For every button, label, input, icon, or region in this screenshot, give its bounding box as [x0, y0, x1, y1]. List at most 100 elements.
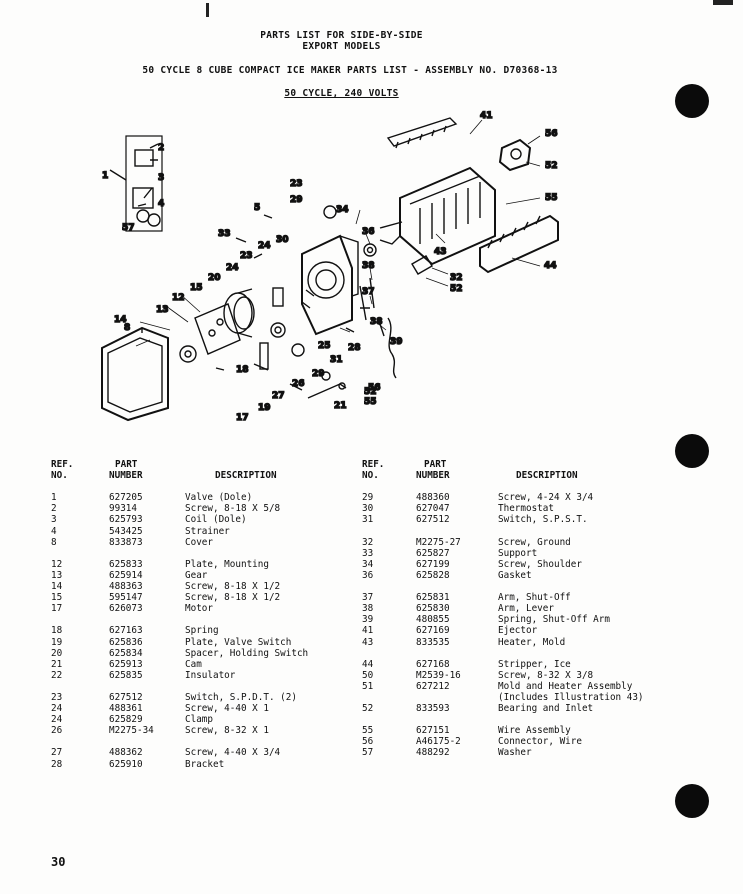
callout-label: 55: [545, 193, 558, 203]
part-header: NUMBER: [109, 470, 143, 482]
callout-label: 5: [254, 203, 260, 213]
part-number: 488363: [109, 581, 143, 593]
part-description: Stripper, Ice: [498, 658, 571, 670]
part-description: Strainer: [185, 525, 230, 537]
part-number: 625836: [109, 636, 143, 648]
part-number: 625827: [416, 547, 450, 559]
parts-row: 14 488363 Screw, 8-18 X 1/2: [51, 581, 351, 592]
row-gap: [51, 736, 351, 747]
support-housing-drawing: [301, 234, 359, 336]
row-gap: [362, 581, 682, 592]
ref-number: 33: [362, 547, 374, 559]
title-line-2: EXPORT MODELS: [302, 41, 381, 52]
part-number: A46175-2: [416, 736, 461, 748]
scan-mark: [713, 0, 733, 5]
title-line-1: PARTS LIST FOR SIDE-BY-SIDE: [260, 30, 423, 41]
callout-label: 39: [390, 337, 403, 347]
part-description: Screw, 8-18 X 5/8: [185, 503, 281, 515]
ref-number: 52: [362, 703, 374, 715]
part-description: Screw, Ground: [498, 536, 571, 548]
part-description: Connector, Wire: [498, 736, 582, 748]
binder-hole: [675, 84, 709, 118]
callout-label: 17: [236, 413, 249, 423]
row-gap: [362, 526, 682, 537]
binder-hole: [675, 784, 709, 818]
exploded-parts-diagram: 41 56 52 55 44 43 32 52 34 23 29 36 38 3…: [101, 110, 559, 424]
part-number: 488362: [109, 747, 143, 759]
part-number: 627205: [109, 492, 143, 504]
callout-label: 14: [114, 315, 127, 325]
part-description: Screw, Shoulder: [498, 558, 582, 570]
part-header: PART: [115, 459, 138, 470]
callout-label: 13: [156, 305, 169, 315]
part-description: Heater, Mold: [498, 636, 566, 648]
callout-label: 30: [276, 235, 289, 245]
callout-label: 23: [290, 179, 303, 189]
ref-number: 18: [51, 625, 63, 637]
part-description: Spring, Shut-Off Arm: [498, 614, 610, 626]
part-description: Wire Assembly: [498, 725, 571, 737]
ref-number: 15: [51, 592, 63, 604]
ref-number: 20: [51, 647, 63, 659]
ref-number: 21: [51, 658, 63, 670]
part-description: Arm, Lever: [498, 603, 554, 615]
ice-stripper-drawing: [479, 214, 559, 274]
part-number: 625831: [416, 592, 450, 604]
part-number: 99314: [109, 503, 137, 515]
callout-label: 56: [545, 129, 558, 139]
ref-number: 8: [51, 536, 57, 548]
part-description: Screw, 4-40 X 1: [185, 703, 269, 715]
part-description: Gear: [185, 569, 208, 581]
part-description: Screw, 4-40 X 3/4: [185, 747, 281, 759]
ref-number: 26: [51, 725, 63, 737]
ejector-drawing: [386, 117, 458, 149]
part-description: Screw, 8-18 X 1/2: [185, 592, 281, 604]
ref-number: 30: [362, 503, 374, 515]
ref-number: 34: [362, 558, 374, 570]
ref-number: 3: [51, 514, 57, 526]
row-gap: [362, 714, 682, 725]
callout-label: 28: [348, 343, 361, 353]
mounting-plate-drawing: [179, 303, 241, 363]
part-description: Screw, 8-18 X 1/2: [185, 581, 281, 593]
part-description: Washer: [498, 747, 532, 759]
gasket-and-screws-drawing: [215, 205, 377, 371]
part-number: 627512: [416, 514, 450, 526]
part-number: 626073: [109, 603, 143, 615]
part-description: Insulator: [185, 669, 236, 681]
part-number: 627163: [109, 625, 143, 637]
ref-number: 14: [51, 581, 63, 593]
ref-number: 19: [51, 636, 63, 648]
ref-number: 57: [362, 747, 374, 759]
row-gap: [51, 681, 351, 692]
ref-header: NO.: [362, 470, 379, 482]
ref-number: 22: [51, 669, 63, 681]
ref-number: 23: [51, 691, 63, 703]
ref-header: NO.: [51, 470, 68, 482]
callout-label: 38: [370, 317, 383, 327]
part-description: Coil (Dole): [185, 514, 247, 526]
binder-hole: [675, 434, 709, 468]
callout-leaders: [135, 119, 541, 347]
